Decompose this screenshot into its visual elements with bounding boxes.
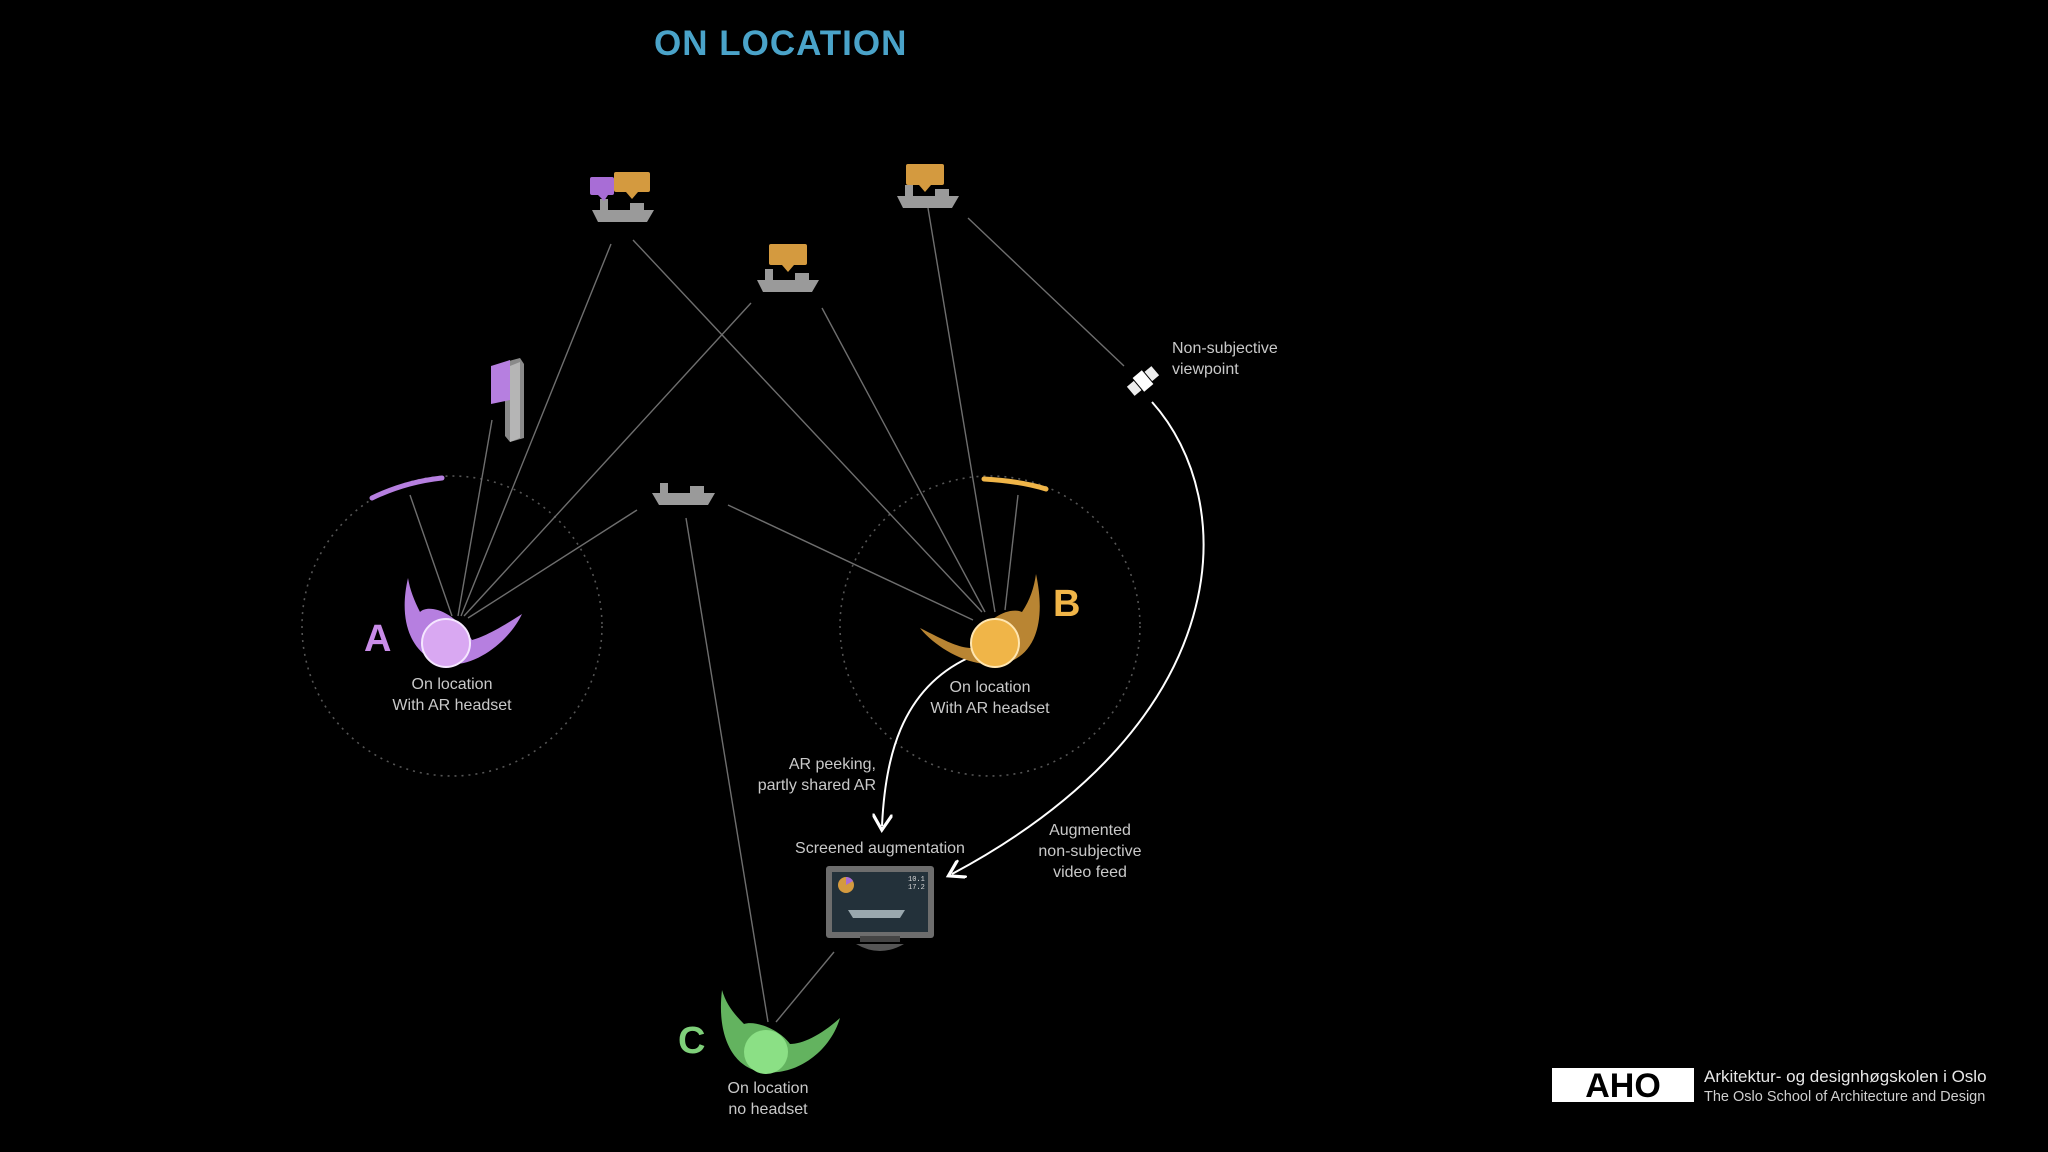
sightlines — [409, 207, 1125, 1023]
footer-line2: The Oslo School of Architecture and Desi… — [1704, 1089, 1986, 1105]
view-arc-b — [981, 476, 1049, 492]
svg-text:AHO: AHO — [1585, 1067, 1661, 1105]
nonsubjective-line1: Non-subjective — [1172, 340, 1278, 357]
peeking-label: AR peeking, partly shared AR — [720, 754, 876, 796]
actor-a-letter: A — [364, 618, 392, 660]
screened-label: Screened augmentation — [795, 840, 965, 857]
ar-bubble-icon — [906, 164, 944, 192]
footer-institution: Arkitektur- og designhøgskolen i Oslo Th… — [1704, 1066, 1987, 1108]
person-c-icon — [720, 990, 840, 1074]
actor-a-line2: With AR headset — [392, 697, 512, 714]
monitor-readout-2: 17.2 — [908, 884, 925, 892]
actor-c-line1: On location — [727, 1080, 809, 1097]
augmented-line2: non-subjective — [1038, 843, 1142, 860]
actor-b-line1: On location — [949, 679, 1031, 696]
ship-icon — [652, 483, 715, 505]
view-arc-a — [369, 475, 445, 501]
aho-logo: AHO — [1552, 1067, 1694, 1105]
ship-icon — [592, 199, 654, 222]
monitor-icon — [826, 866, 934, 951]
actor-a-label: On location With AR headset — [372, 674, 532, 716]
monitor-readout-1: 10.1 — [908, 876, 925, 884]
actor-c-label: On location no headset — [688, 1078, 848, 1120]
actor-b-line2: With AR headset — [930, 700, 1050, 717]
augmented-line1: Augmented — [1049, 822, 1131, 839]
peeking-line1: AR peeking, — [788, 756, 876, 773]
page-title: ON LOCATION — [654, 24, 908, 63]
feed-arrow — [952, 401, 1205, 874]
nonsubjective-label: Non-subjective viewpoint — [1172, 338, 1278, 380]
actor-a-line1: On location — [411, 676, 493, 693]
actor-b-letter: B — [1053, 583, 1081, 625]
ar-bubble-icon — [590, 172, 650, 201]
ship-icon — [757, 269, 819, 292]
nonsubjective-line2: viewpoint — [1172, 361, 1239, 378]
augmented-line3: video feed — [1053, 864, 1127, 881]
footer-line1: Arkitektur- og designhøgskolen i Oslo — [1704, 1067, 1987, 1086]
range-circle-b — [839, 475, 1141, 777]
person-a-icon — [404, 578, 522, 668]
person-b-icon — [920, 574, 1040, 668]
ship-icon — [897, 185, 959, 208]
ar-pillar-icon — [491, 358, 524, 442]
monitor-readout: 10.1 17.2 — [908, 876, 925, 892]
actor-c-letter: C — [678, 1020, 706, 1062]
peeking-arrow — [882, 657, 969, 826]
actor-b-label: On location With AR headset — [910, 677, 1070, 719]
peeking-line2: partly shared AR — [757, 777, 876, 794]
camera-icon — [1126, 366, 1160, 396]
ar-bubble-icon — [769, 244, 807, 272]
range-circle-a — [301, 475, 603, 777]
actor-c-line2: no headset — [728, 1101, 808, 1118]
augmented-label: Augmented non-subjective video feed — [1020, 820, 1160, 883]
